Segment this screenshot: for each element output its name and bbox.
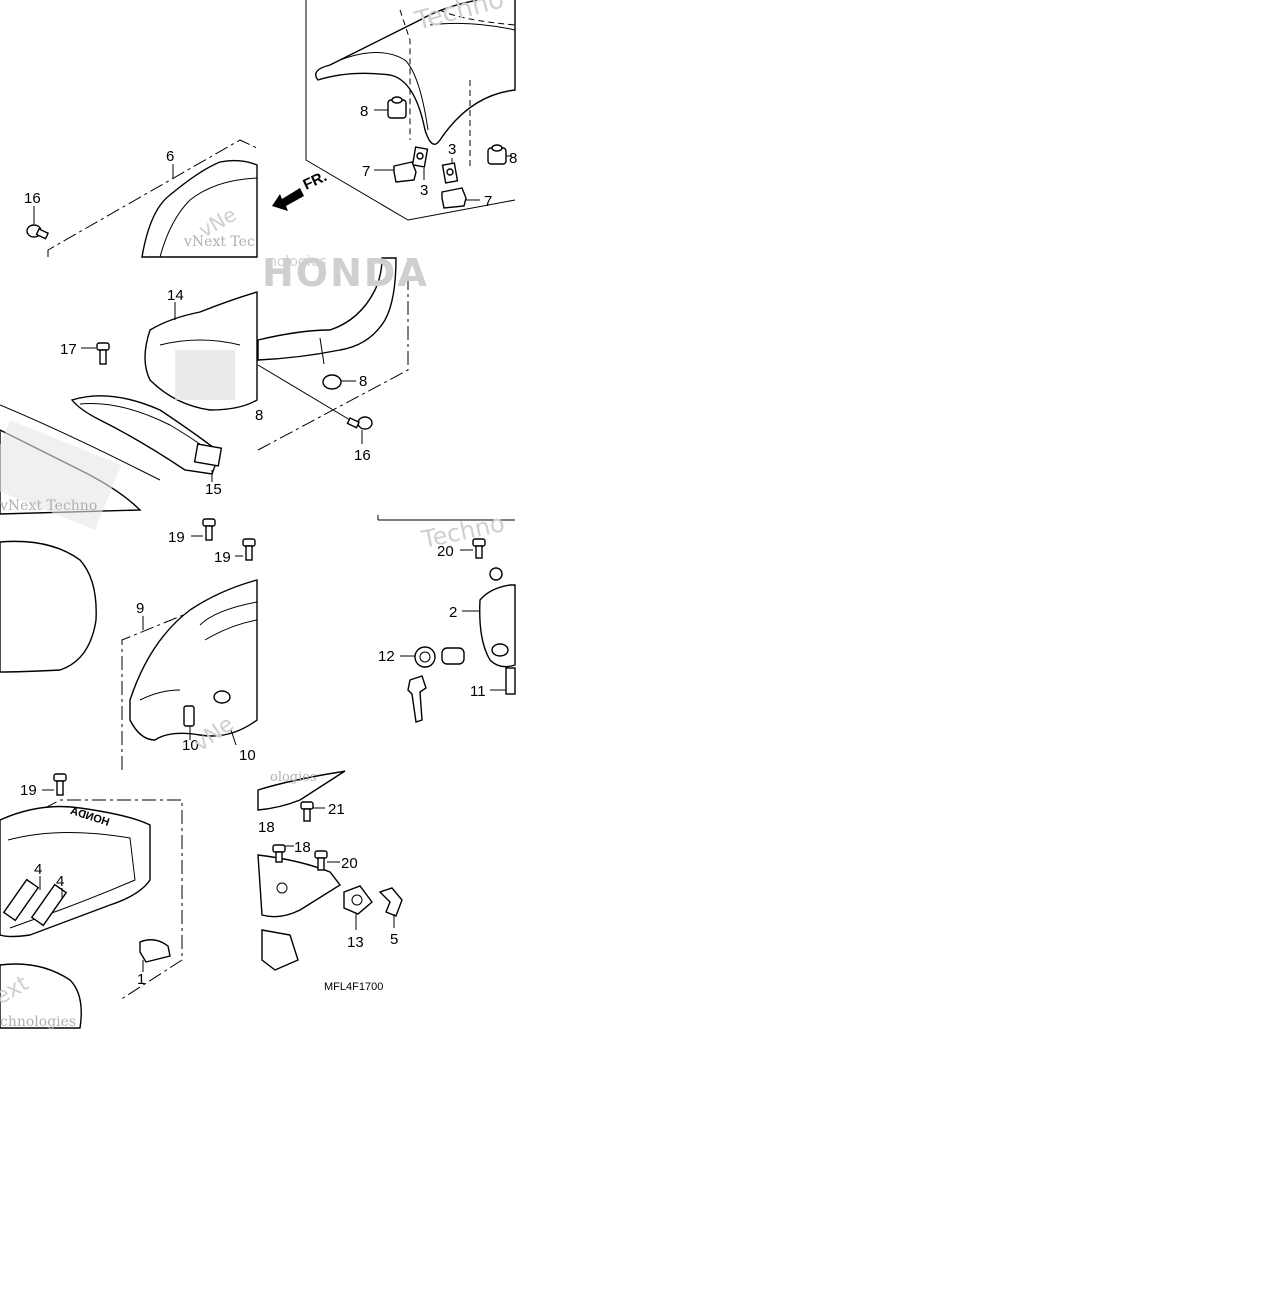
callout-9: 9	[136, 600, 144, 617]
callout-5: 5	[390, 931, 398, 948]
panel-seat-lock: 2 20 12 11 Techno	[377, 509, 516, 723]
callout-8: 8	[360, 103, 368, 120]
panel-seat-cowl-mount: FR. 8 7 3 3 8 7 Techno	[272, 0, 517, 221]
callout-4: 4	[34, 861, 42, 878]
callout-19: 19	[168, 529, 185, 546]
watermark: nologies	[268, 254, 327, 270]
honda-brand-text: HONDA	[262, 251, 429, 295]
callout-12: 12	[378, 648, 395, 665]
callout-18: 18	[294, 839, 311, 856]
callout-10: 10	[182, 737, 199, 754]
callout-16: 16	[354, 447, 371, 464]
callout-15: 15	[205, 481, 222, 498]
watermark: chnologies	[0, 1014, 76, 1030]
panel-lock-bracket: ologies 21 18 18 20 13 5 MFL4F1700	[257, 770, 403, 993]
callout-19: 19	[214, 549, 231, 566]
panel-pillion-seat: 14 8 15 17 vNext Techno	[0, 287, 263, 530]
callout-8: 8	[255, 407, 263, 424]
watermark: Techno	[418, 509, 507, 554]
panel-rear-seat-mount: HONDA nologies 8 16	[257, 251, 429, 464]
panel-rear-cowl: 10 10 19 19 9 vNe	[0, 518, 258, 770]
callout-16: 16	[24, 190, 41, 207]
callout-1: 1	[137, 971, 145, 988]
callout-6: 6	[166, 148, 174, 165]
callout-11: 11	[470, 683, 486, 700]
callout-21: 21	[328, 801, 345, 818]
callout-20: 20	[341, 855, 358, 872]
callout-3: 3	[420, 182, 428, 199]
callout-2: 2	[449, 604, 457, 621]
panel-front-seat: 6 16 vNext Tec vNe	[24, 139, 258, 258]
callout-19: 19	[20, 782, 37, 799]
callout-10: 10	[239, 747, 256, 764]
diagram-code: MFL4F1700	[324, 981, 383, 993]
callout-8: 8	[359, 373, 367, 390]
watermark: ologies	[270, 770, 317, 785]
callout-8: 8	[509, 150, 517, 167]
watermark: vNext Tec	[183, 234, 255, 250]
callout-13: 13	[347, 934, 364, 951]
callout-7: 7	[362, 163, 370, 180]
watermark: vNext Techno	[0, 498, 97, 514]
callout-7: 7	[484, 193, 492, 210]
panel-underseat-tray: HONDA 4 4 1 19 ext chnologies	[0, 773, 183, 1030]
callout-18: 18	[258, 819, 275, 836]
callout-20: 20	[437, 543, 454, 560]
callout-14: 14	[167, 287, 184, 304]
callout-3: 3	[448, 141, 456, 158]
callout-17: 17	[60, 341, 77, 358]
callout-4: 4	[56, 873, 64, 890]
